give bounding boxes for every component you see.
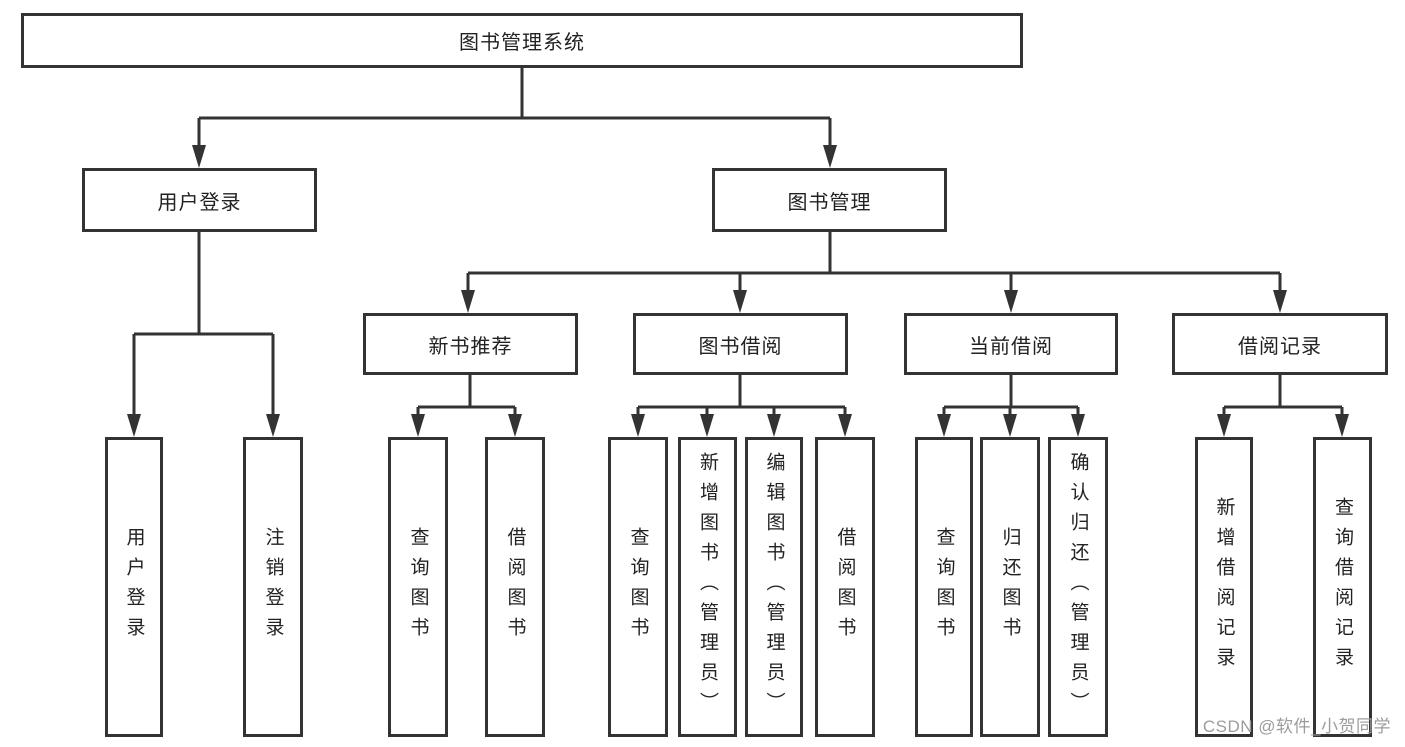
node-book-management: 图书管理 — [712, 168, 947, 232]
node-label: 新增借阅记录 — [1213, 497, 1235, 677]
node-label: 用户登录 — [123, 527, 145, 647]
node-leaf-query-books-recommend: 查询图书 — [388, 437, 448, 737]
node-leaf-borrow-books-recommend: 借阅图书 — [485, 437, 545, 737]
node-label: 借阅图书 — [834, 527, 856, 647]
node-book-borrow: 图书借阅 — [633, 313, 848, 375]
node-label: 图书管理系统 — [459, 32, 585, 54]
node-leaf-logout: 注销登录 — [243, 437, 303, 737]
node-leaf-query-books-current: 查询图书 — [915, 437, 973, 737]
node-user-login: 用户登录 — [82, 168, 317, 232]
node-label: 新增图书（管理员） — [697, 452, 718, 722]
node-label: 用户登录 — [157, 191, 242, 214]
node-label: 图书借阅 — [698, 335, 783, 358]
node-leaf-add-borrow-record: 新增借阅记录 — [1195, 437, 1253, 737]
node-leaf-query-borrow-record: 查询借阅记录 — [1313, 437, 1372, 737]
node-label: 新书推荐 — [428, 335, 513, 358]
node-root-library-system: 图书管理系统 — [21, 13, 1023, 68]
node-label: 查询借阅记录 — [1332, 497, 1353, 677]
node-current-borrow: 当前借阅 — [904, 313, 1118, 375]
node-borrow-records: 借阅记录 — [1172, 313, 1388, 375]
node-label: 当前借阅 — [969, 335, 1053, 358]
node-label: 注销登录 — [262, 527, 284, 647]
node-leaf-query-books-borrow: 查询图书 — [608, 437, 668, 737]
node-leaf-edit-books-admin: 编辑图书（管理员） — [745, 437, 803, 737]
node-leaf-borrow-books: 借阅图书 — [815, 437, 875, 737]
node-label: 确认归还（管理员） — [1067, 452, 1089, 722]
node-label: 查询图书 — [933, 527, 955, 647]
node-new-book-recommend: 新书推荐 — [363, 313, 578, 375]
node-label: 编辑图书（管理员） — [763, 452, 785, 722]
node-label: 归还图书 — [999, 527, 1021, 647]
csdn-watermark: CSDN @软件_小贺同学 — [1202, 717, 1391, 736]
node-label: 借阅图书 — [504, 527, 526, 647]
node-label: 借阅记录 — [1238, 335, 1322, 358]
node-leaf-add-books-admin: 新增图书（管理员） — [678, 437, 737, 737]
node-label: 查询图书 — [407, 527, 429, 647]
node-leaf-user-login: 用户登录 — [105, 437, 163, 737]
node-label: 查询图书 — [627, 527, 649, 647]
node-label: 图书管理 — [787, 191, 872, 214]
node-leaf-return-books: 归还图书 — [980, 437, 1040, 737]
node-leaf-confirm-return-admin: 确认归还（管理员） — [1048, 437, 1108, 737]
